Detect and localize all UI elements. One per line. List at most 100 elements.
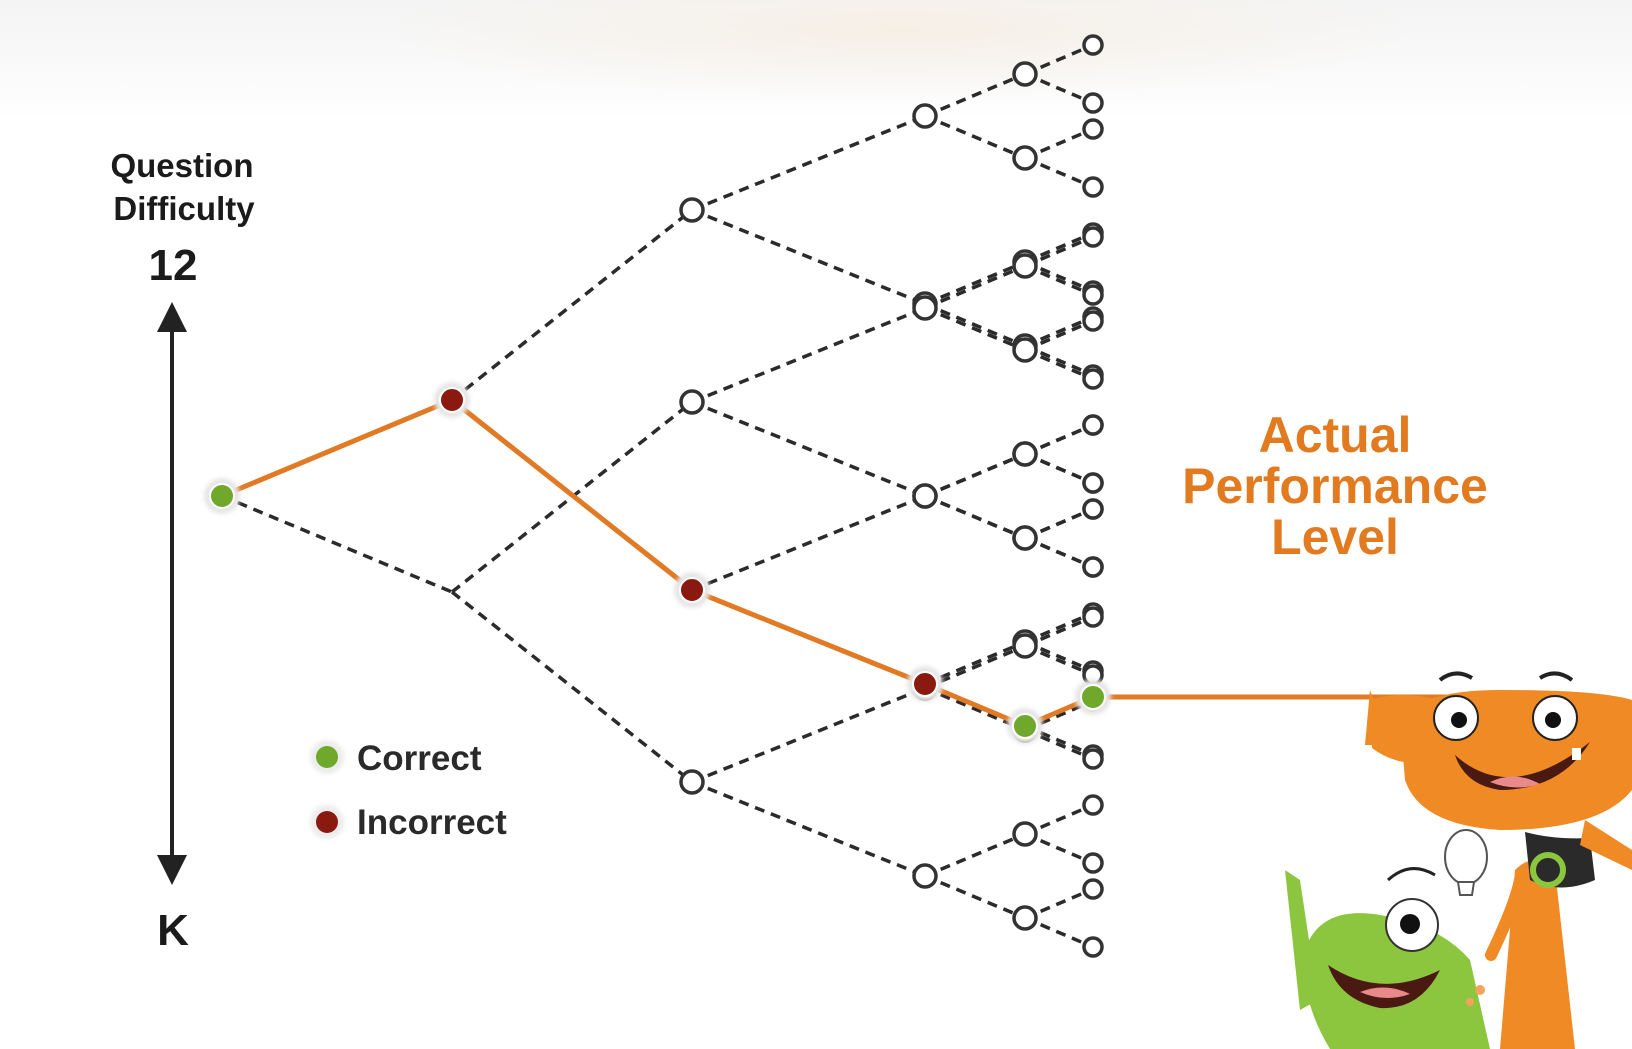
- tree-branch: [1024, 644, 1094, 677]
- tree-branch: [1024, 264, 1094, 297]
- performance-label-line1: Actual: [1259, 407, 1412, 463]
- incorrect-answer-node: [912, 671, 938, 697]
- tree-node: [1082, 310, 1104, 332]
- incorrect-answer-node: [679, 577, 705, 603]
- tree-branch: [1024, 640, 1094, 673]
- tree-branch: [1024, 724, 1094, 757]
- legend-correct-label: Correct: [357, 739, 482, 778]
- correct-answer-node: [1080, 684, 1106, 710]
- tree-branch: [924, 832, 1026, 878]
- tree-branches: [221, 43, 1094, 949]
- tree-branch: [1024, 728, 1094, 761]
- tree-node: [679, 389, 705, 415]
- tree-branch: [924, 114, 1026, 160]
- tree-node: [912, 103, 938, 129]
- tree-node: [1012, 441, 1038, 467]
- tree-branch: [691, 208, 926, 306]
- tree-branch: [691, 306, 926, 404]
- tree-node: [1082, 606, 1104, 628]
- tree-node: [1082, 118, 1104, 140]
- tree-node: [1082, 414, 1104, 436]
- performance-path-segment: [689, 587, 928, 687]
- performance-path-segment: [922, 681, 1028, 729]
- tree-node: [1082, 176, 1104, 198]
- performance-label: Actual Performance Level: [1182, 407, 1488, 565]
- correct-answer-node: [1012, 713, 1038, 739]
- tree-branch: [1024, 832, 1094, 865]
- performance-path-segment: [449, 397, 695, 593]
- top-banner: [0, 0, 1632, 120]
- tree-node: [1012, 61, 1038, 87]
- tree-branch: [691, 686, 926, 784]
- legend-incorrect-dot: [316, 811, 338, 833]
- tree-branch: [1024, 156, 1094, 189]
- tree-branch: [924, 264, 1026, 310]
- tree-node: [1012, 633, 1038, 659]
- tree-branch: [1024, 699, 1094, 732]
- tree-node: [1012, 253, 1038, 279]
- tree-branch: [1024, 319, 1094, 352]
- tree-branch: [924, 306, 1026, 352]
- tree-node: [1082, 936, 1104, 958]
- tree-branch: [1024, 916, 1094, 949]
- tree-node: [1012, 525, 1038, 551]
- performance-path-segment: [219, 397, 455, 499]
- orange-monster-mascot: [1365, 671, 1632, 1049]
- tree-branch: [691, 114, 926, 212]
- tree-branch: [1024, 423, 1094, 456]
- tree-nodes: [204, 34, 1111, 958]
- tree-branch: [1024, 315, 1094, 348]
- tree-node: [679, 197, 705, 223]
- tree-node: [1082, 472, 1104, 494]
- legend: Correct Incorrect: [310, 739, 507, 842]
- tree-branch: [1024, 507, 1094, 540]
- tree-node: [1012, 905, 1038, 931]
- tree-branch: [1024, 452, 1094, 485]
- legend-incorrect-label: Incorrect: [357, 803, 507, 842]
- tree-node: [912, 863, 938, 889]
- tree-node: [1082, 794, 1104, 816]
- tree-node: [1012, 145, 1038, 171]
- tree-branch: [1024, 887, 1094, 920]
- axis-bottom-label: K: [157, 906, 189, 955]
- tree-node: [912, 483, 938, 509]
- tree-branch: [1024, 72, 1094, 105]
- correct-answer-node: [209, 483, 235, 509]
- tree-node: [1012, 821, 1038, 847]
- tree-node: [1082, 368, 1104, 390]
- tree-branch: [691, 494, 926, 592]
- tree-branch: [1024, 260, 1094, 293]
- tree-branch: [924, 72, 1026, 118]
- tree-branch: [924, 260, 1026, 306]
- legend-correct-dot: [316, 746, 338, 768]
- tree-branch: [450, 590, 694, 784]
- tree-node: [1082, 92, 1104, 114]
- tree-node: [1082, 498, 1104, 520]
- tree-node: [912, 295, 938, 321]
- axis-title-line2: Difficulty: [113, 190, 255, 227]
- tree-node: [1082, 852, 1104, 874]
- tree-branch: [1024, 344, 1094, 377]
- tree-branch: [924, 452, 1026, 498]
- tree-node: [1082, 878, 1104, 900]
- performance-label-line2: Performance: [1182, 458, 1488, 514]
- tree-node: [1082, 226, 1104, 248]
- tree-node: [1012, 337, 1038, 363]
- tree-branch: [924, 874, 1026, 920]
- tree-branch: [221, 494, 453, 594]
- tree-branch: [1024, 235, 1094, 268]
- tree-branch: [691, 780, 926, 878]
- tree-node: [679, 769, 705, 795]
- green-monster-mascot: [1285, 829, 1526, 1049]
- tree-branch: [1024, 803, 1094, 836]
- tree-branch: [1024, 127, 1094, 160]
- tree-branch: [924, 494, 1026, 540]
- tree-branch: [924, 640, 1026, 686]
- tree-branch: [924, 302, 1026, 348]
- tree-branch: [1024, 615, 1094, 648]
- axis-top-label: 12: [149, 241, 198, 290]
- incorrect-answer-node: [439, 387, 465, 413]
- tree-branch: [1024, 43, 1094, 76]
